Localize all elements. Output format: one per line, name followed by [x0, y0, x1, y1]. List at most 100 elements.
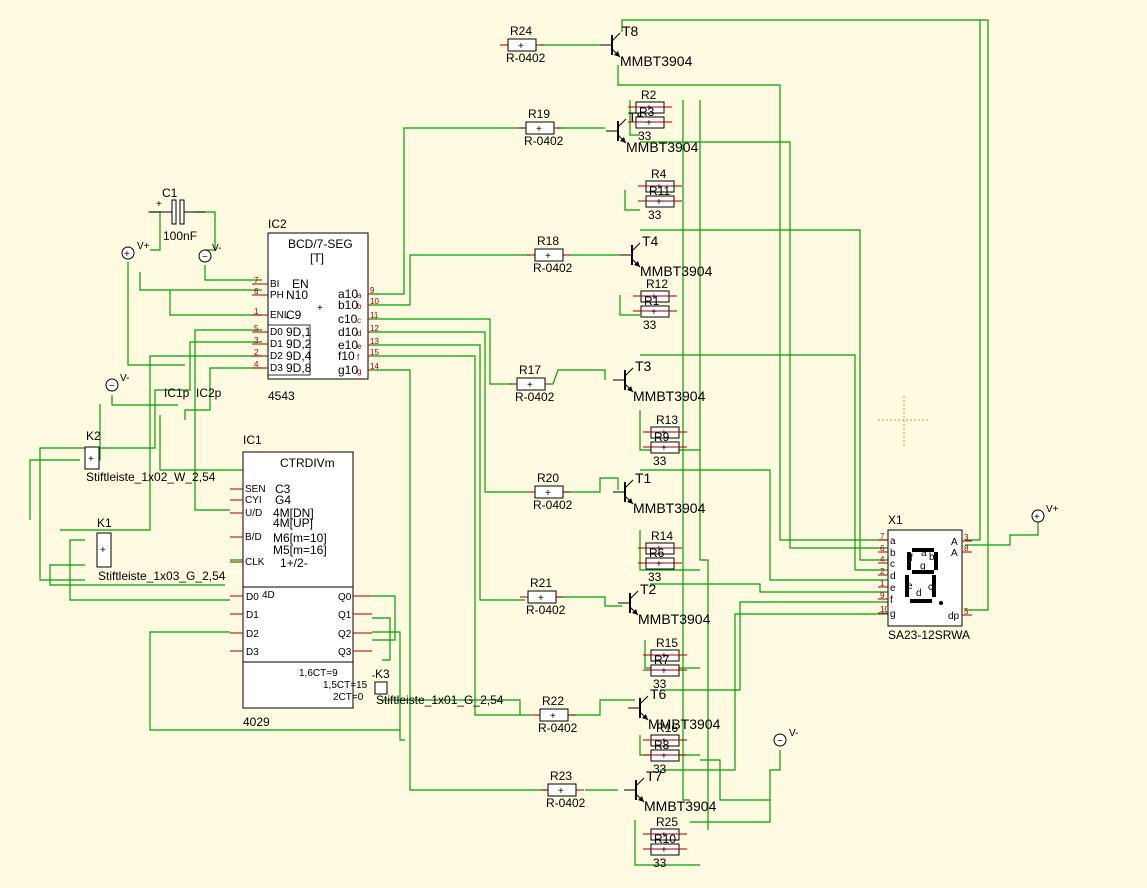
resistor-value: R-0402 [515, 390, 555, 404]
k2: K2 + Stiftleiste_1x02_W_2,54 [84, 429, 216, 484]
pullup-name-a: R2 [641, 88, 657, 102]
resistor-r17: R17+R-0402 [509, 363, 555, 404]
resistor-body [516, 377, 546, 391]
ic2-out-b: b10 [338, 298, 358, 312]
pullup-name-b: R3 [639, 105, 655, 119]
pullup-name-b: R11 [649, 184, 670, 198]
pullup-plus: + [646, 103, 652, 114]
c1-ref: C1 [162, 186, 178, 200]
transistor-part: MMBT3904 [648, 716, 721, 732]
pullup-name-a: R16 [656, 721, 678, 735]
k2-part: Stiftleiste_1x02_W_2,54 [86, 470, 216, 484]
resistor-r18: R18+R-0402 [527, 234, 573, 275]
vminus-right-label: V- [789, 728, 798, 739]
vminus-right: − V- [773, 728, 798, 747]
x1-pin-a: a [890, 536, 896, 547]
ic1-pin-d1: D1 [246, 610, 259, 621]
pullup-value: 33 [653, 762, 667, 776]
resistor-name: R17 [519, 363, 541, 377]
x1-pin-b: b [890, 548, 896, 559]
ic2-pin-num: 6 [254, 287, 259, 296]
resistor-r24: R24+R-0402 [500, 24, 546, 65]
ic2-inner-label: N10 [286, 288, 308, 302]
pullup-plus: + [646, 118, 652, 129]
x1-pin-num: 5 [964, 607, 969, 616]
ic1-pin-q3: Q3 [338, 647, 352, 658]
vminus-left2: − V- [105, 373, 129, 392]
resistor-name: R24 [510, 24, 532, 38]
transistor-part: MMBT3904 [626, 139, 699, 155]
arrow-icon [627, 498, 633, 504]
vplus-left-label: V+ [137, 241, 150, 252]
transistor-part: MMBT3904 [638, 611, 711, 627]
resistor-body [534, 485, 564, 499]
ic2-pin-d1: D1 [270, 339, 283, 350]
c1-value: 100nF [163, 229, 197, 243]
transistor-part: MMBT3904 [644, 798, 717, 814]
transistor-part: MMBT3904 [633, 388, 706, 404]
ic2-pin-num: 12 [370, 324, 379, 333]
x1-pin-num: 3 [964, 533, 969, 542]
ic2-pin-num: 3 [254, 336, 259, 345]
resistor-value: R-0402 [524, 134, 564, 148]
resistor-name: R20 [537, 471, 559, 485]
ic-supply: IC1p IC2p [164, 386, 222, 400]
ic2-inner-label: 9D,2 [286, 337, 312, 351]
c1-plus-mark: + [156, 199, 162, 210]
ic2-pin-num: 9 [370, 286, 375, 295]
cursor-crosshair [878, 396, 930, 446]
ic1-carry-3: 2CT=0 [333, 692, 364, 703]
x1-seg-f: f [910, 553, 913, 564]
pullup-name-a: R4 [651, 167, 667, 181]
x1-pin-num: 1 [880, 579, 885, 588]
pullup-name-b: R10 [654, 832, 676, 846]
ic2-part: 4543 [268, 389, 295, 403]
wires [29, 19, 1039, 866]
resistor-name: R23 [550, 769, 572, 783]
pullup-plus: + [661, 428, 667, 439]
ic2-out-sub: g [357, 367, 361, 376]
vminus-left2-label: V- [120, 373, 129, 384]
pullup-value: 33 [648, 208, 662, 222]
resistor-plus: + [518, 41, 524, 52]
pullup-plus: + [661, 845, 667, 856]
x1-pin-num: 4 [880, 555, 885, 564]
pullup-plus: + [651, 307, 657, 318]
pullup-value: 33 [653, 856, 667, 870]
pullup-name-b: R1 [644, 294, 660, 308]
resistor-value: R-0402 [546, 796, 586, 810]
ic2-pin-num: 5 [254, 324, 259, 333]
vplus-right-label: V+ [1046, 504, 1059, 515]
ic2-pin-num: 4 [254, 360, 259, 369]
pullup-name-a: R15 [656, 636, 678, 650]
k2-plus: + [88, 454, 94, 465]
arrow-icon [620, 137, 626, 143]
ic1-pin-q0: Q0 [338, 592, 352, 603]
arrow-icon [634, 261, 640, 267]
resistor-name: R21 [530, 576, 552, 590]
pullup-name-b: R8 [654, 738, 670, 752]
arrow-icon [638, 796, 644, 802]
x1-seg-d: d [916, 588, 922, 599]
x1-pin-f: f [890, 595, 893, 606]
ic2-out-sub: a [357, 291, 362, 300]
resistor-name: R19 [528, 107, 550, 121]
ic2-tag: [T] [310, 251, 324, 265]
x1-seg-g: g [920, 561, 926, 572]
ic1-pin-cyi: CYI [245, 495, 262, 506]
k1-part: Stiftleiste_1x03_G_2,54 [98, 569, 226, 583]
plus-icon: + [124, 249, 130, 260]
x1-pin-num: 2 [880, 567, 885, 576]
resistor-plus: + [536, 124, 542, 135]
plus-icon: + [1034, 512, 1040, 523]
transistor-name: T8 [622, 23, 639, 39]
